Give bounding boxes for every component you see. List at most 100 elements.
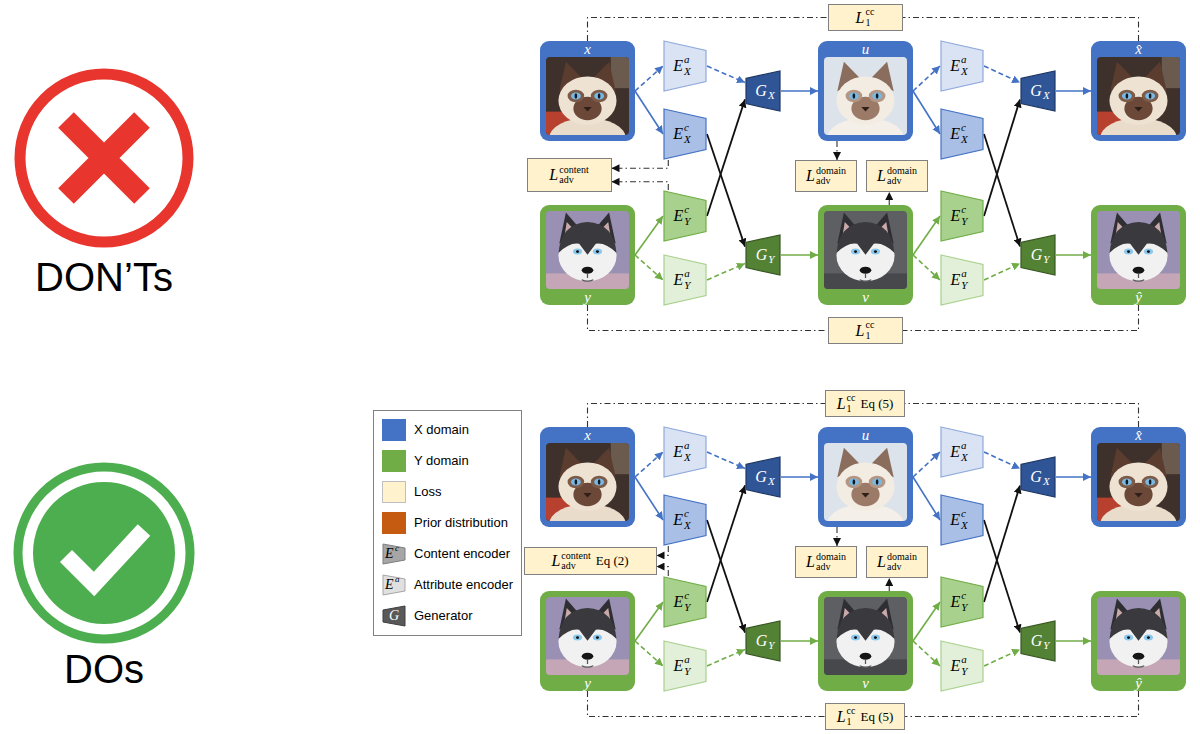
symbol-base: E	[673, 512, 683, 528]
equation-ref: Eq (5)	[860, 396, 893, 412]
symbol-base: L	[837, 709, 846, 725]
cat-pupil	[575, 93, 578, 98]
symbol-base: G	[755, 83, 767, 99]
superscript: a	[961, 440, 968, 452]
subscript: 1	[847, 404, 856, 415]
image-panel: x̂	[1091, 41, 1186, 141]
loss-link	[903, 18, 1139, 42]
trapezoid-outline	[664, 255, 706, 305]
superscript: c	[961, 122, 968, 134]
loss-box: Ldomainadv	[795, 546, 857, 578]
encoder-block: EaX	[940, 426, 984, 478]
dog-nose	[1133, 267, 1145, 274]
math-label: EcY	[674, 204, 691, 227]
subscript: X	[1043, 90, 1050, 102]
data-flow-arrow	[1056, 90, 1091, 92]
legend-row: Ec Content encoder	[382, 543, 510, 565]
photo	[1097, 443, 1180, 521]
data-flow-arrow	[984, 99, 1020, 216]
superscript: a	[684, 54, 691, 66]
subscript: X	[684, 134, 691, 146]
legend-text: Content encoder	[414, 546, 510, 562]
photo	[546, 57, 629, 135]
image-label: u	[818, 427, 913, 443]
math-label: EaY	[674, 654, 691, 677]
legend-text: Prior distribution	[414, 515, 508, 531]
math-label: EcX	[950, 508, 968, 531]
math-label: EcY	[674, 590, 691, 613]
dog-nose	[582, 653, 594, 660]
do-disc	[33, 482, 175, 624]
encoder-block: EaX	[663, 40, 707, 92]
dog-eye	[871, 635, 880, 641]
loss-box: Ldomainadv	[866, 546, 928, 578]
symbol-base: L	[806, 554, 815, 570]
data-flow-arrow	[707, 649, 745, 666]
superscript: content	[559, 165, 588, 176]
cat-eye	[594, 478, 604, 485]
photo-background	[546, 443, 629, 521]
legend-swatch: Ec	[382, 543, 406, 565]
dog-eye	[871, 249, 880, 255]
generator-block: GY	[1020, 620, 1056, 662]
loss-link	[836, 141, 837, 160]
symbol-base: E	[674, 272, 684, 288]
data-flow-arrow	[913, 91, 940, 134]
data-flow-arrow	[913, 66, 940, 91]
math-label: EaY	[674, 268, 691, 291]
cat-pupil	[1126, 93, 1129, 98]
photo-drawing	[546, 211, 629, 289]
image-label: v	[818, 289, 913, 305]
superscript: c	[684, 122, 691, 134]
encoder-block: EaY	[663, 640, 707, 692]
legend-swatch: G	[382, 605, 406, 627]
cat-head	[836, 463, 894, 511]
symbol-base: L	[549, 167, 558, 183]
symbol-base: G	[1030, 469, 1042, 485]
math-label: EcX	[673, 122, 691, 145]
math-label: EaX	[673, 440, 691, 463]
subscript: 1	[847, 717, 856, 728]
data-flow-arrow	[913, 452, 940, 477]
subscript: Y	[961, 216, 967, 228]
superscript: c	[684, 590, 690, 602]
subscript: adv	[561, 561, 590, 572]
photo-background	[1097, 659, 1180, 675]
trapezoid-outline	[664, 191, 706, 241]
image-label: x	[540, 41, 635, 57]
subscript: Y	[961, 666, 967, 678]
dog-mouth	[860, 273, 872, 281]
legend-panel: X domainY domainLossPrior distributionEc…	[373, 410, 522, 636]
loss-link	[588, 404, 826, 428]
dog-pupil	[596, 250, 599, 253]
image-label: y	[540, 675, 635, 691]
cat-mask	[591, 476, 608, 488]
dog-nose	[860, 267, 872, 274]
data-flow-arrow	[984, 66, 1020, 83]
symbol-base: L	[806, 168, 815, 184]
icon-letter: E	[385, 578, 394, 592]
cat-head	[1109, 463, 1167, 511]
data-flow-arrow	[1056, 476, 1091, 478]
loss-link	[836, 527, 837, 546]
dog-mouth	[860, 659, 872, 667]
legend-text: Attribute encoder	[414, 577, 513, 593]
data-flow-arrow	[1056, 640, 1091, 642]
data-flow-arrow	[913, 477, 940, 520]
data-flow-arrow	[913, 602, 940, 641]
cat-nose	[1134, 493, 1142, 498]
math-label: Lcc1Eq (5)	[837, 706, 894, 727]
cat-eye	[594, 92, 604, 99]
subscript: Y	[684, 602, 690, 614]
trapezoid-outline	[941, 641, 983, 691]
legend-row: Prior distribution	[382, 512, 508, 534]
data-flow-arrow	[635, 91, 663, 134]
photo-background	[1097, 57, 1180, 135]
dog-eye	[593, 635, 602, 641]
verdict-label: DON’Ts	[35, 257, 173, 297]
superscript: domain	[887, 166, 917, 177]
photo	[824, 57, 907, 135]
cat-pupil	[1149, 479, 1152, 484]
generator-block: GX	[745, 70, 781, 112]
cat-nose	[583, 493, 591, 498]
